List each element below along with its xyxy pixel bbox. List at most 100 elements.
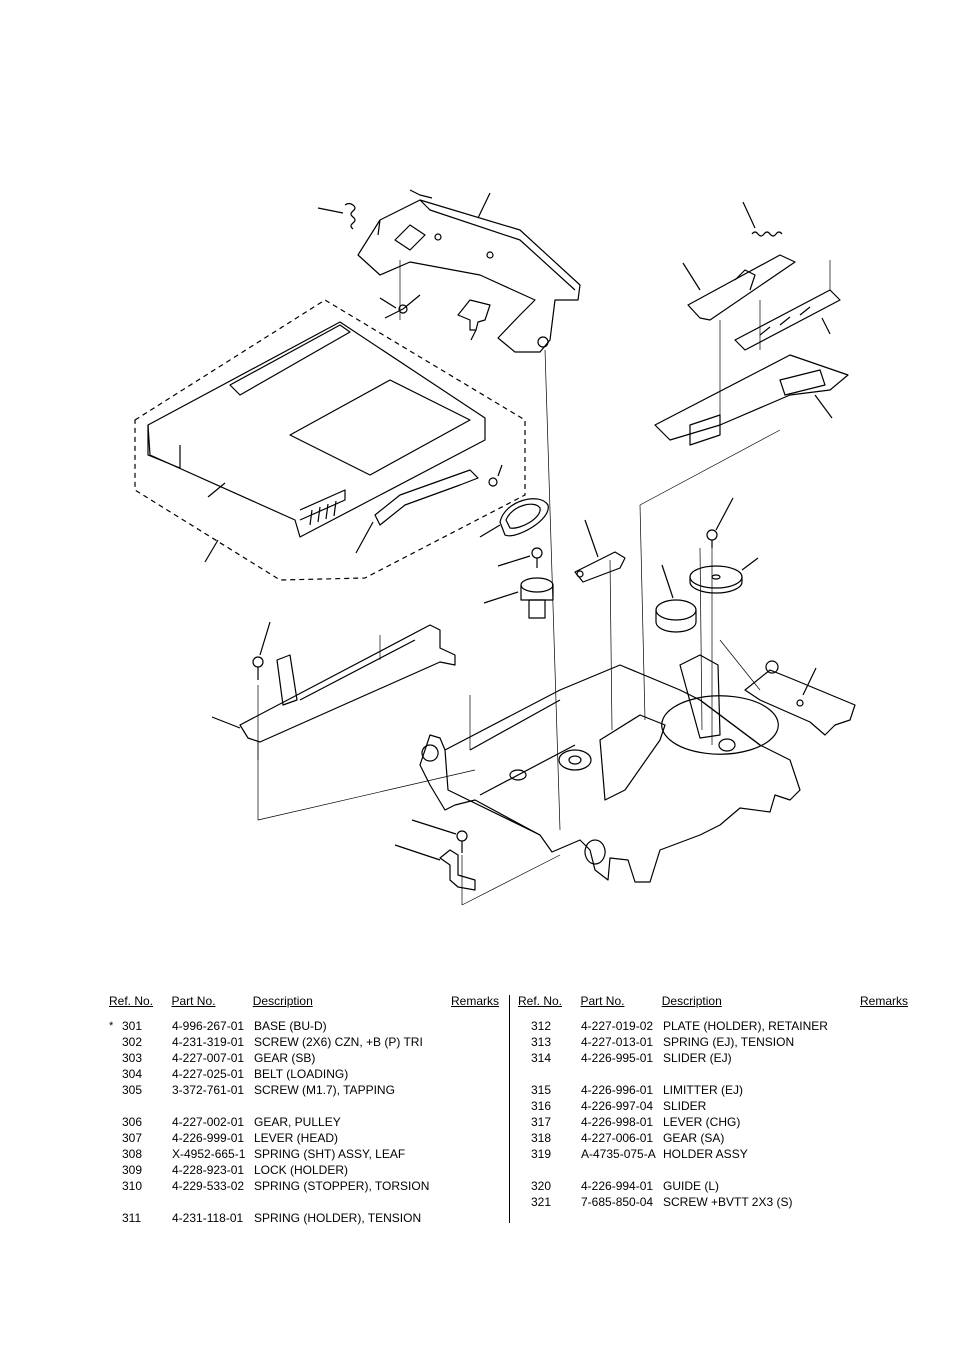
part-description: PLATE (HOLDER), RETAINER (663, 1019, 828, 1033)
part-number: 4-231-118-01 (172, 1211, 244, 1225)
ref-cell: 315 (518, 1082, 581, 1098)
ref-number: 302 (122, 1035, 143, 1049)
header-ref-no: Ref. No. (109, 994, 154, 1008)
header-ref-no: Ref. No. (518, 994, 563, 1008)
ref-number: 313 (531, 1035, 552, 1049)
part-description: GEAR (SB) (254, 1051, 316, 1065)
part-description: LEVER (CHG) (663, 1115, 741, 1129)
ref-number: 318 (531, 1131, 552, 1145)
ref-cell: 320 (518, 1178, 581, 1194)
belt-loading (479, 498, 549, 538)
ref-number: 309 (122, 1163, 143, 1177)
ref-number: 308 (122, 1147, 143, 1161)
ref-cell: 304 (109, 1066, 172, 1082)
ref-cell: 319 (518, 1146, 581, 1162)
header-description: Description (252, 994, 313, 1008)
part-number: 4-226-999-01 (172, 1131, 245, 1145)
part-number: 4-226-996-01 (581, 1083, 654, 1097)
header-part-no: Part No. (171, 994, 216, 1008)
row-spacer (109, 1098, 499, 1114)
part-description: SCREW +BVTT 2X3 (S) (663, 1195, 793, 1209)
guide-l (211, 624, 456, 743)
part-description: LOCK (HOLDER) (254, 1163, 349, 1177)
part-description: SLIDER (663, 1099, 707, 1113)
part-number: 3-372-761-01 (172, 1083, 245, 1097)
part-description: GUIDE (L) (663, 1179, 720, 1193)
header-description: Description (661, 994, 722, 1008)
part-description: BELT (LOADING) (254, 1067, 349, 1081)
ref-cell: 313 (518, 1034, 581, 1050)
ref-number: 301 (122, 1019, 143, 1033)
base-bu-d (419, 654, 801, 883)
screw-lower (411, 819, 468, 853)
ref-number: 312 (531, 1019, 552, 1033)
spring-sht-leaf (394, 844, 476, 891)
part-number: X-4952-665-1 (172, 1147, 246, 1161)
ref-cell: 308 (109, 1146, 172, 1162)
ref-cell: 316 (518, 1098, 581, 1114)
ref-cell: 303 (109, 1050, 172, 1066)
ref-number: 320 (531, 1179, 552, 1193)
exploded-view-diagram (134, 189, 856, 906)
parts-table-left: Ref. No. Part No. Description Remarks *3… (109, 994, 499, 1226)
part-description: LEVER (HEAD) (254, 1131, 339, 1145)
assembly-guide-lines (257, 260, 831, 906)
row-spacer (518, 1066, 908, 1082)
screw-tapping (497, 547, 543, 568)
part-description: BASE (BU-D) (254, 1019, 327, 1033)
ref-number: 315 (531, 1083, 552, 1097)
ref-number: 321 (531, 1195, 552, 1209)
part-description: SLIDER (EJ) (663, 1051, 732, 1065)
part-description: SPRING (STOPPER), TORSION (254, 1179, 430, 1193)
ref-cell: 307 (109, 1130, 172, 1146)
parts-table-right: Ref. No. Part No. Description Remarks 31… (518, 994, 908, 1210)
ref-cell: 314 (518, 1050, 581, 1066)
ref-number: 317 (531, 1115, 552, 1129)
new-part-mark: * (109, 1020, 114, 1032)
part-description: SPRING (SHT) ASSY, LEAF (254, 1147, 406, 1161)
part-number: 4-226-994-01 (581, 1179, 654, 1193)
parts-table-header: Ref. No. Part No. Description Remarks (518, 994, 908, 1012)
part-description: LIMITTER (EJ) (663, 1083, 743, 1097)
part-number: 4-227-006-01 (581, 1131, 654, 1145)
part-number: 4-231-319-01 (172, 1035, 245, 1049)
holder-assy (134, 299, 526, 581)
ref-number: 306 (122, 1115, 143, 1129)
column-divider (509, 995, 510, 1223)
ref-number: 305 (122, 1083, 143, 1097)
header-remarks: Remarks (859, 994, 908, 1008)
part-description: HOLDER ASSY (663, 1147, 748, 1161)
part-number: 4-227-013-01 (581, 1035, 654, 1049)
ref-cell: 311 (109, 1210, 172, 1226)
screw-right (706, 497, 734, 548)
ref-number: 304 (122, 1067, 143, 1081)
spring-stopper-torsion (379, 294, 421, 319)
gear-sa (689, 557, 759, 594)
screw-guide (252, 621, 271, 680)
ref-number: 314 (531, 1051, 552, 1065)
header-part-no: Part No. (580, 994, 625, 1008)
ref-cell: 305 (109, 1082, 172, 1098)
ref-cell: 317 (518, 1114, 581, 1130)
table-row: 315 4-226-996-01 LIMITTER (EJ) (518, 1082, 908, 1098)
plate-holder-retainer (357, 189, 581, 353)
lever-chg (744, 660, 856, 736)
part-description: SPRING (HOLDER), TENSION (254, 1211, 422, 1225)
part-description: GEAR, PULLEY (254, 1115, 341, 1129)
spring-holder (317, 192, 491, 230)
